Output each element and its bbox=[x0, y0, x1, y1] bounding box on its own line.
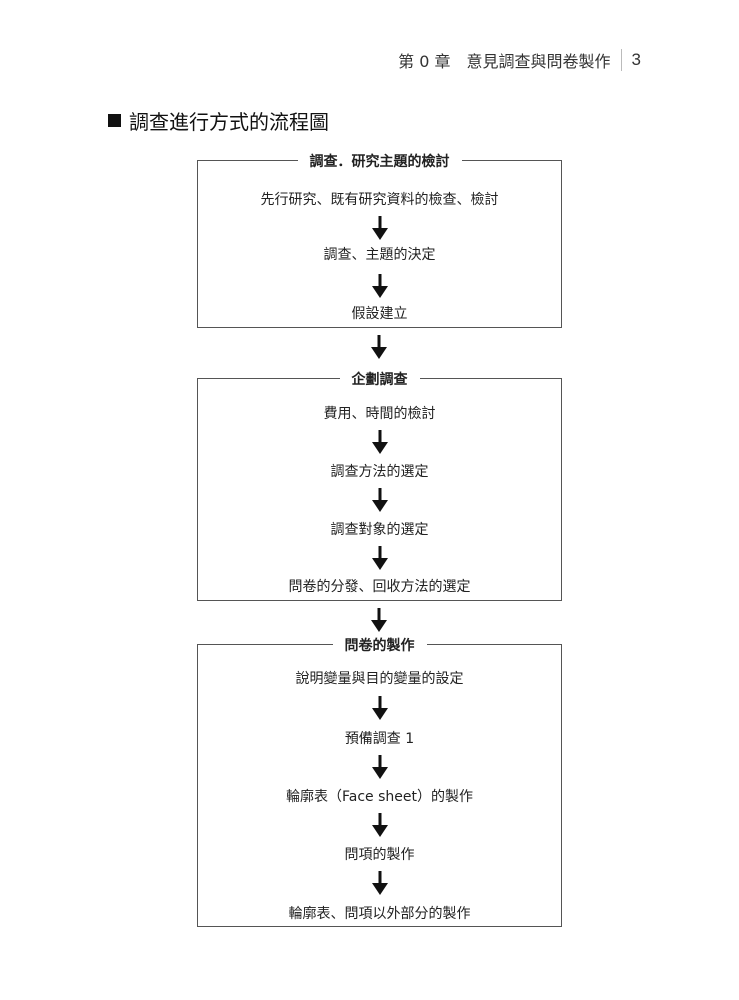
down-arrow-icon bbox=[371, 430, 388, 454]
stage-title-wrap: 調查．研究主題的檢討 bbox=[198, 151, 561, 171]
running-header: 第 0 章 意見調查與問卷製作 3 bbox=[398, 48, 641, 72]
stage-title-wrap: 問卷的製作 bbox=[198, 635, 561, 655]
flow-step: 先行研究、既有研究資料的檢查、檢討 bbox=[260, 192, 499, 208]
flow-step: 說明變量與目的變量的設定 bbox=[295, 671, 464, 687]
flow-step: 調查方法的選定 bbox=[330, 464, 429, 480]
stage-title: 調查．研究主題的檢討 bbox=[297, 154, 462, 170]
flow-step: 假設建立 bbox=[351, 306, 408, 322]
down-arrow-icon bbox=[371, 488, 388, 512]
flow-stage-box: 調查．研究主題的檢討先行研究、既有研究資料的檢查、檢討調查、主題的決定假設建立 bbox=[197, 154, 562, 328]
flow-step: 預備調查 1 bbox=[344, 731, 415, 747]
down-arrow-icon bbox=[371, 755, 388, 779]
flow-step: 輪廓表、問項以外部分的製作 bbox=[288, 906, 471, 922]
down-arrow-icon bbox=[371, 871, 388, 895]
flow-stage-box: 企劃調查費用、時間的檢討調查方法的選定調查對象的選定問卷的分發、回收方法的選定 bbox=[197, 372, 562, 601]
section-heading: 調查進行方式的流程圖 bbox=[108, 106, 329, 135]
flow-step: 調查對象的選定 bbox=[330, 522, 429, 538]
square-bullet-icon bbox=[108, 114, 121, 127]
stage-title-wrap: 企劃調查 bbox=[198, 369, 561, 389]
stage-title: 問卷的製作 bbox=[332, 638, 427, 654]
flow-step: 輪廓表（Face sheet）的製作 bbox=[286, 789, 473, 805]
flow-stage-box: 問卷的製作說明變量與目的變量的設定預備調查 1 輪廓表（Face sheet）的製… bbox=[197, 638, 562, 927]
down-arrow-icon bbox=[371, 274, 388, 298]
flow-step: 問卷的分發、回收方法的選定 bbox=[288, 579, 471, 595]
flow-step: 費用、時間的檢討 bbox=[323, 406, 436, 422]
chapter-title: 第 0 章 意見調查與問卷製作 bbox=[398, 52, 611, 71]
down-arrow-icon bbox=[371, 608, 387, 632]
flow-step: 問項的製作 bbox=[344, 847, 415, 863]
down-arrow-icon bbox=[371, 546, 388, 570]
stage-title: 企劃調查 bbox=[339, 372, 420, 388]
down-arrow-icon bbox=[371, 813, 388, 837]
section-title: 調查進行方式的流程圖 bbox=[129, 110, 329, 134]
down-arrow-icon bbox=[371, 216, 388, 240]
header-divider bbox=[620, 49, 622, 71]
flow-step: 調查、主題的決定 bbox=[323, 247, 436, 263]
down-arrow-icon bbox=[371, 696, 388, 720]
page-number: 3 bbox=[631, 50, 641, 69]
down-arrow-icon bbox=[371, 335, 387, 359]
